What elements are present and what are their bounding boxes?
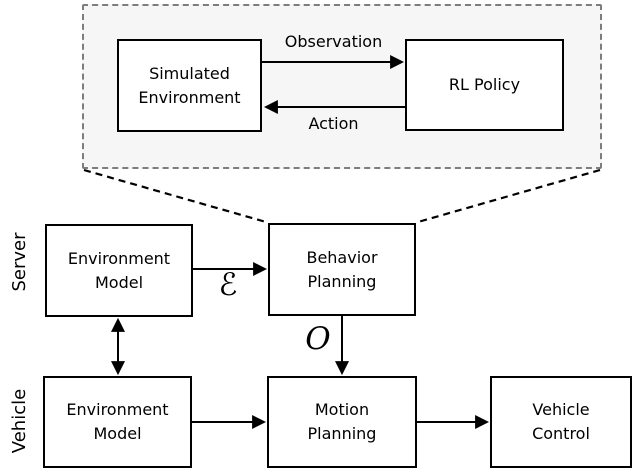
vehicle-control-label: Vehicle Control (532, 400, 590, 443)
environment-model-server-label: Environment Model (67, 248, 171, 292)
rl-policy-label: RL Policy (448, 75, 521, 94)
environment-symbol-label: ℰ (218, 267, 238, 303)
vehicle-row-label: Vehicle (8, 388, 30, 454)
zoom-connector-right (417, 168, 601, 224)
environment-model-vehicle-label: Environment Model (66, 400, 169, 443)
behavior-planning-box: Behavior Planning (268, 223, 416, 316)
environment-model-vehicle-box: Environment Model (43, 376, 192, 468)
behavior-planning-label: Behavior Planning (306, 247, 378, 291)
simulated-environment-label: Simulated Environment (138, 63, 241, 107)
observation-arrow-label: Observation (284, 32, 383, 51)
simulated-environment-box: Simulated Environment (117, 39, 262, 132)
motion-planning-label: Motion Planning (307, 400, 377, 443)
motion-planning-box: Motion Planning (267, 376, 417, 468)
observation-symbol-label: O (305, 321, 331, 357)
action-arrow-label: Action (308, 114, 359, 133)
environment-model-server-box: Environment Model (45, 224, 193, 317)
server-row-label: Server (8, 232, 30, 292)
rl-policy-box: RL Policy (405, 39, 564, 131)
zoom-connector-left (83, 168, 267, 224)
vehicle-control-box: Vehicle Control (490, 376, 632, 468)
